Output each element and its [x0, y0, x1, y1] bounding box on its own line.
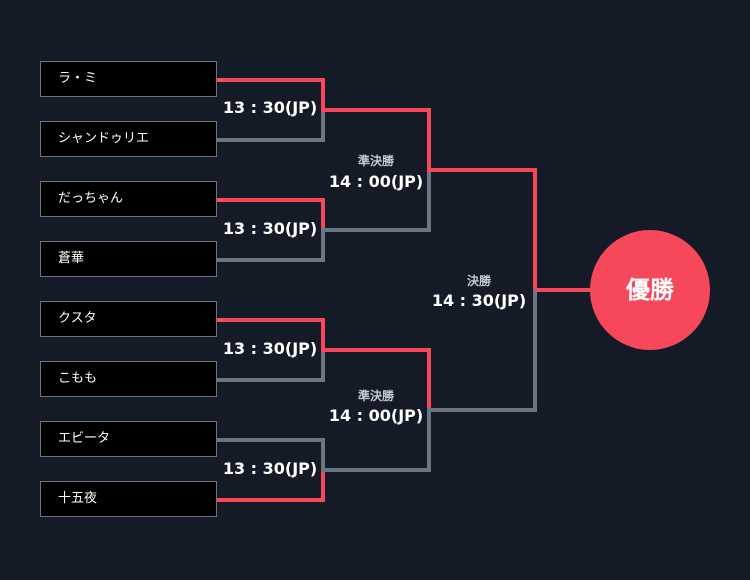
- player-3-name: だっちゃん: [58, 191, 124, 206]
- round3-match-1-bottom-line: [427, 288, 537, 412]
- round1-match-3-bottom-line: [217, 348, 325, 382]
- round1-match-2-bottom-line: [217, 228, 325, 262]
- player-3-box: だっちゃん: [40, 181, 217, 217]
- round1-match-2-top-line: [217, 198, 325, 232]
- player-1-name: ラ・ミ: [58, 71, 98, 86]
- round2-match-1-bottom-line: [321, 168, 431, 232]
- round1-match-3-time: 13 : 30(JP): [222, 339, 318, 358]
- player-8-box: 十五夜: [40, 481, 217, 517]
- player-8-name: 十五夜: [58, 491, 98, 506]
- player-5-box: クスタ: [40, 301, 217, 337]
- semifinal-1-label: 準決勝: [357, 154, 394, 168]
- round1-match-3-top-line: [217, 318, 325, 352]
- player-7-box: エビータ: [40, 421, 217, 457]
- round2-match-2-bottom-line: [321, 408, 431, 472]
- champion-label: 優勝: [626, 276, 674, 304]
- semifinal-1-time: 14 : 00(JP): [328, 172, 424, 191]
- round2-match-1-top-line: [321, 108, 431, 172]
- final-time: 14 : 30(JP): [431, 291, 527, 310]
- player-4-box: 蒼華: [40, 241, 217, 277]
- player-1-box: ラ・ミ: [40, 61, 217, 97]
- round2-match-2-top-line: [321, 348, 431, 412]
- player-4-name: 蒼華: [58, 251, 85, 266]
- round1-match-4-bottom-line: [217, 468, 325, 502]
- round1-match-4-time: 13 : 30(JP): [222, 459, 318, 478]
- champion-circle: 優勝: [590, 230, 710, 350]
- round1-match-1-top-line: [217, 78, 325, 112]
- player-5-name: クスタ: [58, 311, 97, 326]
- round1-match-2-time: 13 : 30(JP): [222, 219, 318, 238]
- player-6-box: こもも: [40, 361, 217, 397]
- round3-match-1-top-line: [427, 168, 537, 292]
- final-label: 決勝: [466, 274, 491, 288]
- player-6-name: こもも: [58, 371, 98, 386]
- round1-match-1-time: 13 : 30(JP): [222, 98, 318, 117]
- round1-match-4-top-line: [217, 438, 325, 472]
- round1-match-1-bottom-line: [217, 108, 325, 142]
- player-7-name: エビータ: [58, 431, 111, 446]
- player-2-box: シャンドゥリエ: [40, 121, 217, 157]
- player-2-name: シャンドゥリエ: [58, 131, 150, 146]
- semifinal-2-label: 準決勝: [357, 389, 394, 403]
- semifinal-2-time: 14 : 00(JP): [328, 406, 424, 425]
